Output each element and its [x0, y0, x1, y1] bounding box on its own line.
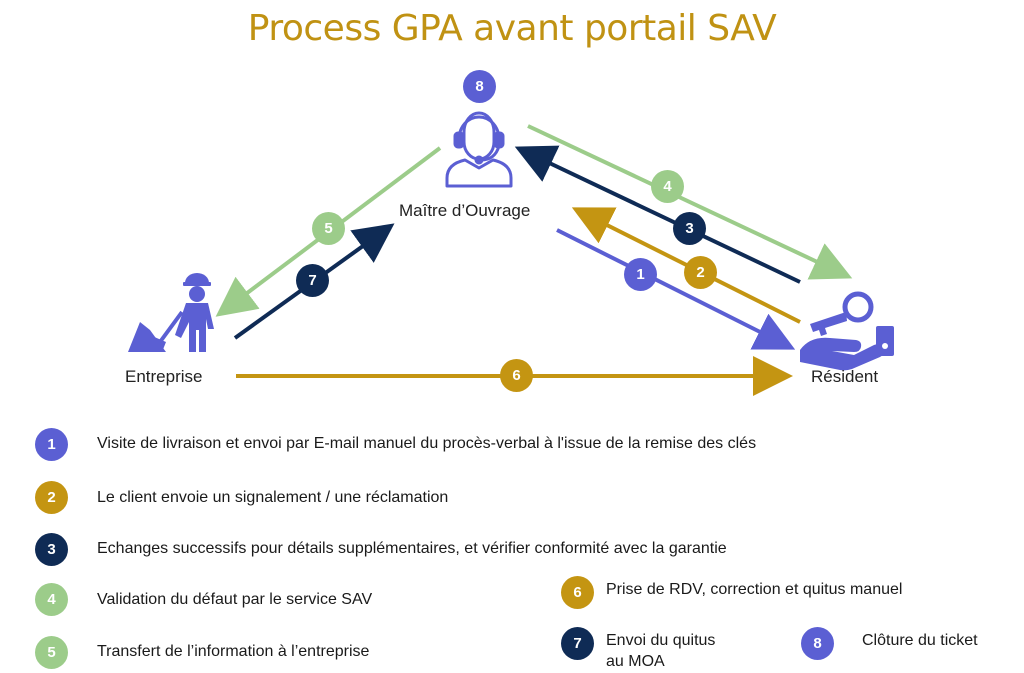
legend-badge-6: 6	[561, 576, 594, 609]
legend-badge-4: 4	[35, 583, 68, 616]
legend-text-7: Envoi du quitus au MOA	[606, 632, 716, 670]
legend-text-3: Echanges successifs pour détails supplém…	[97, 540, 727, 557]
arrow-step-3	[514, 145, 801, 284]
actor-label-moa: Maître d’Ouvrage	[399, 201, 531, 220]
legend-text-2: Le client envoie un signalement / une ré…	[97, 489, 449, 506]
legend-badge-8: 8	[801, 627, 834, 660]
legend-text-1: Visite de livraison et envoi par E-mail …	[97, 435, 757, 452]
badge-step-3: 3	[673, 212, 706, 245]
legend-text-6: Prise de RDV, correction et quitus manue…	[606, 581, 903, 598]
legend-text-5: Transfert de l’information à l’entrepris…	[97, 643, 370, 660]
badge-step-2: 2	[684, 256, 717, 289]
badge-step-8-top: 8	[463, 70, 496, 103]
actor-label-entreprise: Entreprise	[125, 367, 203, 386]
badge-step-5: 5	[312, 212, 345, 245]
legend-text-4: Validation du défaut par le service SAV	[97, 591, 373, 608]
legend-text-8: Clôture du ticket	[862, 632, 978, 649]
legend-badge-7: 7	[561, 627, 594, 660]
legend-badge-2: 2	[35, 481, 68, 514]
construction-worker-icon	[128, 273, 214, 352]
legend-badge-1: 1	[35, 428, 68, 461]
badge-step-4: 4	[651, 170, 684, 203]
badge-step-1: 1	[624, 258, 657, 291]
diagram-title: Process GPA avant portail SAV	[247, 8, 777, 49]
arrow-step-4	[527, 124, 853, 280]
arrow-step-1	[556, 228, 796, 350]
badge-step-7: 7	[296, 264, 329, 297]
legend-badge-5: 5	[35, 636, 68, 669]
headset-agent-icon	[445, 111, 513, 188]
actor-label-resident: Résident	[811, 367, 879, 386]
badge-step-6: 6	[500, 359, 533, 392]
key-in-hand-icon	[800, 291, 894, 371]
legend-badge-3: 3	[35, 533, 68, 566]
